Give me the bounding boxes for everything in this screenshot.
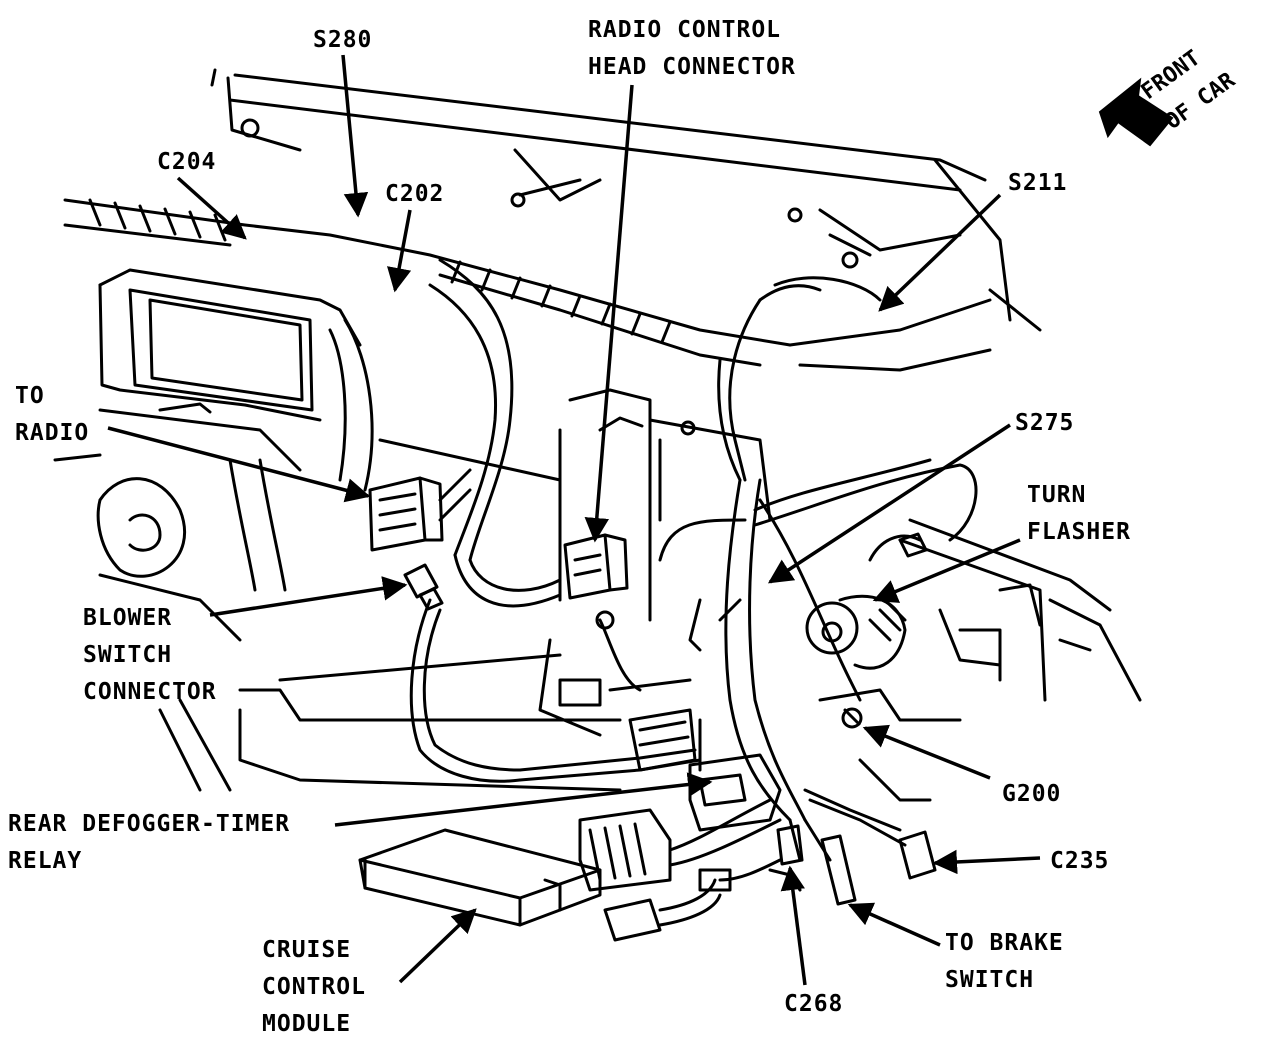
label-to-radio: TO RADIO bbox=[15, 378, 89, 452]
label-to-brake-line2: SWITCH bbox=[945, 966, 1035, 993]
g200-ground bbox=[841, 678, 863, 729]
label-to-brake-switch: TO BRAKE SWITCH bbox=[945, 925, 1064, 999]
arrow-rear-defogger bbox=[334, 772, 713, 827]
rear-defogger-relay bbox=[628, 708, 782, 832]
label-rear-defogger-timer-relay: REAR DEFOGGER-TIMER RELAY bbox=[8, 806, 290, 880]
arrow-c235 bbox=[932, 849, 1041, 875]
label-s211-text: S211 bbox=[1008, 170, 1068, 196]
label-rear-defogger-line2: RELAY bbox=[8, 847, 83, 874]
arrow-g200 bbox=[862, 724, 991, 780]
label-radio-control-head-connector: RADIO CONTROL HEAD CONNECTOR bbox=[588, 12, 796, 86]
arrow-s275 bbox=[767, 423, 1011, 584]
arrow-c202 bbox=[387, 209, 412, 293]
right-harness bbox=[658, 458, 978, 862]
label-s280-text: S280 bbox=[313, 27, 373, 53]
arrow-cruise-control bbox=[398, 908, 477, 984]
label-c268-text: C268 bbox=[784, 991, 844, 1017]
label-turn-flasher-line2: FLASHER bbox=[1027, 518, 1131, 545]
upper-harness bbox=[63, 198, 992, 482]
label-c204: C204 bbox=[157, 144, 216, 181]
arrow-c268 bbox=[780, 865, 807, 986]
label-s211: S211 bbox=[1008, 165, 1067, 202]
label-cruise-control-module: CRUISE CONTROL MODULE bbox=[262, 932, 366, 1042]
arrow-to-radio bbox=[107, 426, 371, 503]
label-s275: S275 bbox=[1015, 405, 1074, 442]
label-c235-text: C235 bbox=[1050, 848, 1110, 874]
arrow-c204 bbox=[176, 176, 247, 240]
center-console bbox=[158, 416, 772, 792]
label-c204-text: C204 bbox=[157, 149, 217, 175]
arrow-s280 bbox=[341, 54, 369, 218]
label-to-radio-line2: RADIO bbox=[15, 419, 90, 446]
arrow-turn-flasher bbox=[872, 538, 1021, 603]
label-radio-control-line2: HEAD CONNECTOR bbox=[588, 53, 796, 80]
label-to-radio-line1: TO bbox=[15, 383, 45, 409]
dash-top-panel bbox=[210, 68, 1042, 332]
label-cruise-line1: CRUISE bbox=[262, 937, 352, 963]
arrow-radio-control-head bbox=[584, 84, 634, 543]
center-harness bbox=[403, 258, 702, 783]
label-s275-text: S275 bbox=[1015, 410, 1075, 436]
cruise-connector-block bbox=[578, 798, 782, 892]
label-radio-control-line1: RADIO CONTROL bbox=[588, 17, 782, 43]
label-rear-defogger-line1: REAR DEFOGGER-TIMER bbox=[8, 811, 291, 837]
to-radio-connector bbox=[368, 468, 472, 552]
label-c202-text: C202 bbox=[385, 181, 445, 207]
label-to-brake-line1: TO BRAKE bbox=[945, 930, 1064, 956]
bottom-connector bbox=[603, 868, 732, 942]
label-blower-line3: CONNECTOR bbox=[83, 678, 217, 705]
label-cruise-line2: CONTROL bbox=[262, 973, 366, 1000]
arrow-to-brake bbox=[847, 902, 941, 947]
label-g200: G200 bbox=[1002, 776, 1061, 813]
label-c235: C235 bbox=[1050, 843, 1109, 880]
label-c202: C202 bbox=[385, 176, 444, 213]
label-blower-line1: BLOWER bbox=[83, 605, 173, 631]
label-g200-text: G200 bbox=[1002, 781, 1062, 807]
front-arrow-icon bbox=[1098, 77, 1174, 147]
label-blower-switch-connector: BLOWER SWITCH CONNECTOR bbox=[83, 600, 217, 710]
turn-flasher-unit bbox=[805, 532, 928, 670]
label-turn-flasher: TURN FLASHER bbox=[1027, 477, 1131, 551]
radio-housing bbox=[53, 268, 374, 642]
right-dash-structure bbox=[818, 518, 1142, 802]
arrow-s211 bbox=[878, 193, 1002, 312]
arrow-blower-switch bbox=[209, 576, 408, 617]
front-of-car-indicator: FRONT OF CAR bbox=[1098, 46, 1240, 147]
label-c268: C268 bbox=[784, 986, 843, 1023]
cruise-control-module-body bbox=[358, 828, 602, 927]
label-blower-line2: SWITCH bbox=[83, 641, 173, 668]
label-turn-flasher-line1: TURN bbox=[1027, 482, 1087, 508]
label-cruise-line3: MODULE bbox=[262, 1010, 352, 1037]
label-s280: S280 bbox=[313, 22, 372, 59]
